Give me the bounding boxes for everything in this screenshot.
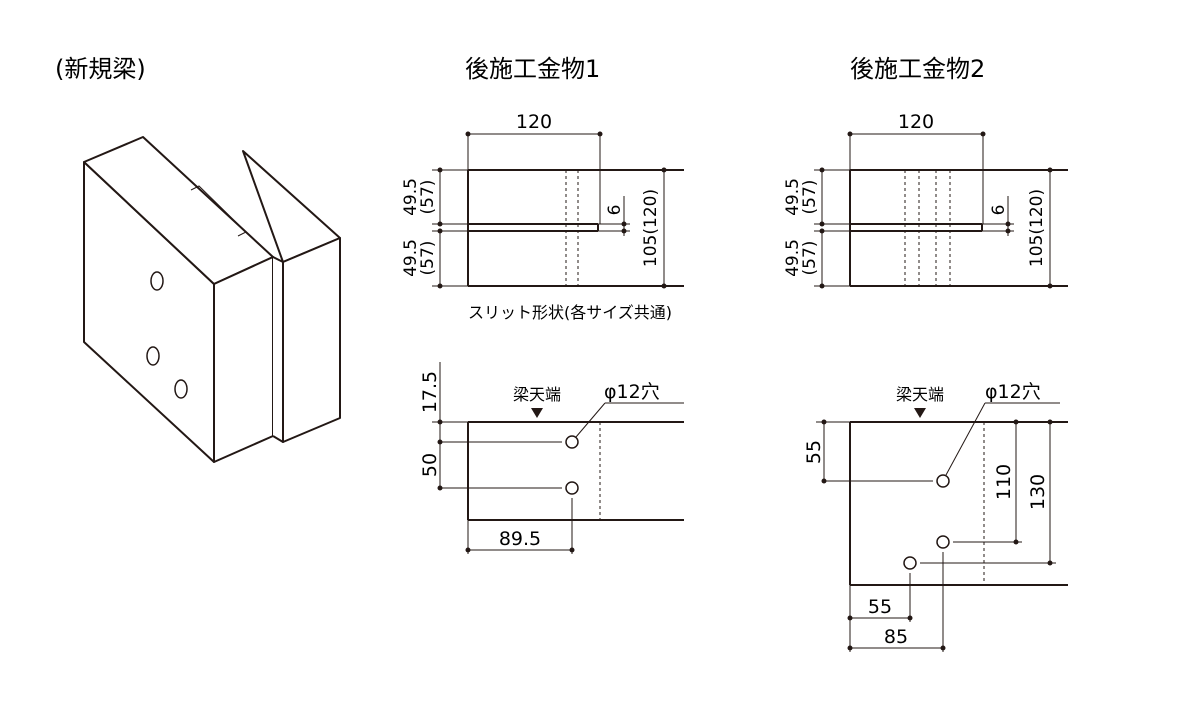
beam-top-label-2: 梁天端 [896, 385, 944, 404]
dim-slit-gap-1: 6 [605, 205, 625, 216]
dim-upper-height-1: 49.5 [401, 178, 421, 216]
dim-slit-width-1: 120 [516, 111, 552, 133]
beam-isometric [83, 136, 341, 463]
beam-hole-3 [174, 379, 188, 399]
dim-slit-gap-2: 6 [989, 205, 1009, 216]
title-hardware-2: 後施工金物2 [850, 55, 985, 83]
beam-left-end-face [213, 256, 274, 463]
hole-2a [936, 474, 950, 488]
dim-top-offset-1: 17.5 [419, 371, 441, 413]
hole-layout-diagram-2: 梁天端 φ12穴 55 110 130 55 85 [803, 381, 1068, 652]
dim-mid-offset-2: 110 [993, 464, 1015, 500]
dim-total-height-2: 105(120) [1027, 189, 1047, 267]
hole-2c [903, 556, 917, 570]
beam-gap-face [272, 256, 284, 443]
beam-right-end-face [282, 237, 341, 443]
beam-hole-1 [150, 271, 164, 291]
hole-layout-diagram-1: 梁天端 φ12穴 17.5 50 89.5 [419, 362, 684, 554]
dim-edge2-2: 85 [884, 626, 908, 648]
dim-total-height-1: 105(120) [641, 189, 661, 267]
hole-2b [936, 535, 950, 549]
hole-label-1: φ12穴 [604, 381, 660, 403]
hole-1b [565, 481, 579, 495]
dim-lower-height-alt-2: (57) [800, 241, 820, 276]
dim-upper-height-2: 49.5 [783, 178, 803, 216]
dim-upper-height-alt-2: (57) [800, 180, 820, 215]
dim-lower-height-alt-1: (57) [418, 241, 438, 276]
title-hardware-1: 後施工金物1 [465, 55, 600, 83]
dim-top-offset-2: 55 [803, 440, 825, 464]
slit-caption: スリット形状(各サイズ共通) [468, 303, 672, 322]
dim-slit-width-2: 120 [898, 111, 934, 133]
beam-top-label-1: 梁天端 [513, 385, 561, 404]
dim-edge1-2: 55 [868, 596, 892, 618]
slit-shape-diagram-2: 120 49.5 (57) 49.5 (57) 6 105(120) [783, 111, 1068, 289]
hole-1a [565, 435, 579, 449]
dim-edge-distance-1: 89.5 [499, 528, 541, 550]
dim-lower-height-2: 49.5 [783, 239, 803, 277]
hole-label-2: φ12穴 [985, 381, 1041, 403]
dim-low-offset-2: 130 [1027, 474, 1049, 510]
beam-top-marker-2 [914, 408, 926, 418]
title-new-beam: (新規梁) [55, 55, 146, 83]
slit-opening [190, 185, 247, 237]
dim-hole-pitch-1: 50 [419, 453, 441, 477]
slit-shape-diagram-1: 120 49.5 (57) 49.5 (57) 6 105(120) [401, 111, 684, 289]
beam-hole-2 [146, 346, 160, 366]
dim-lower-height-1: 49.5 [401, 239, 421, 277]
dim-upper-height-alt-1: (57) [418, 180, 438, 215]
beam-top-marker-1 [531, 408, 543, 418]
